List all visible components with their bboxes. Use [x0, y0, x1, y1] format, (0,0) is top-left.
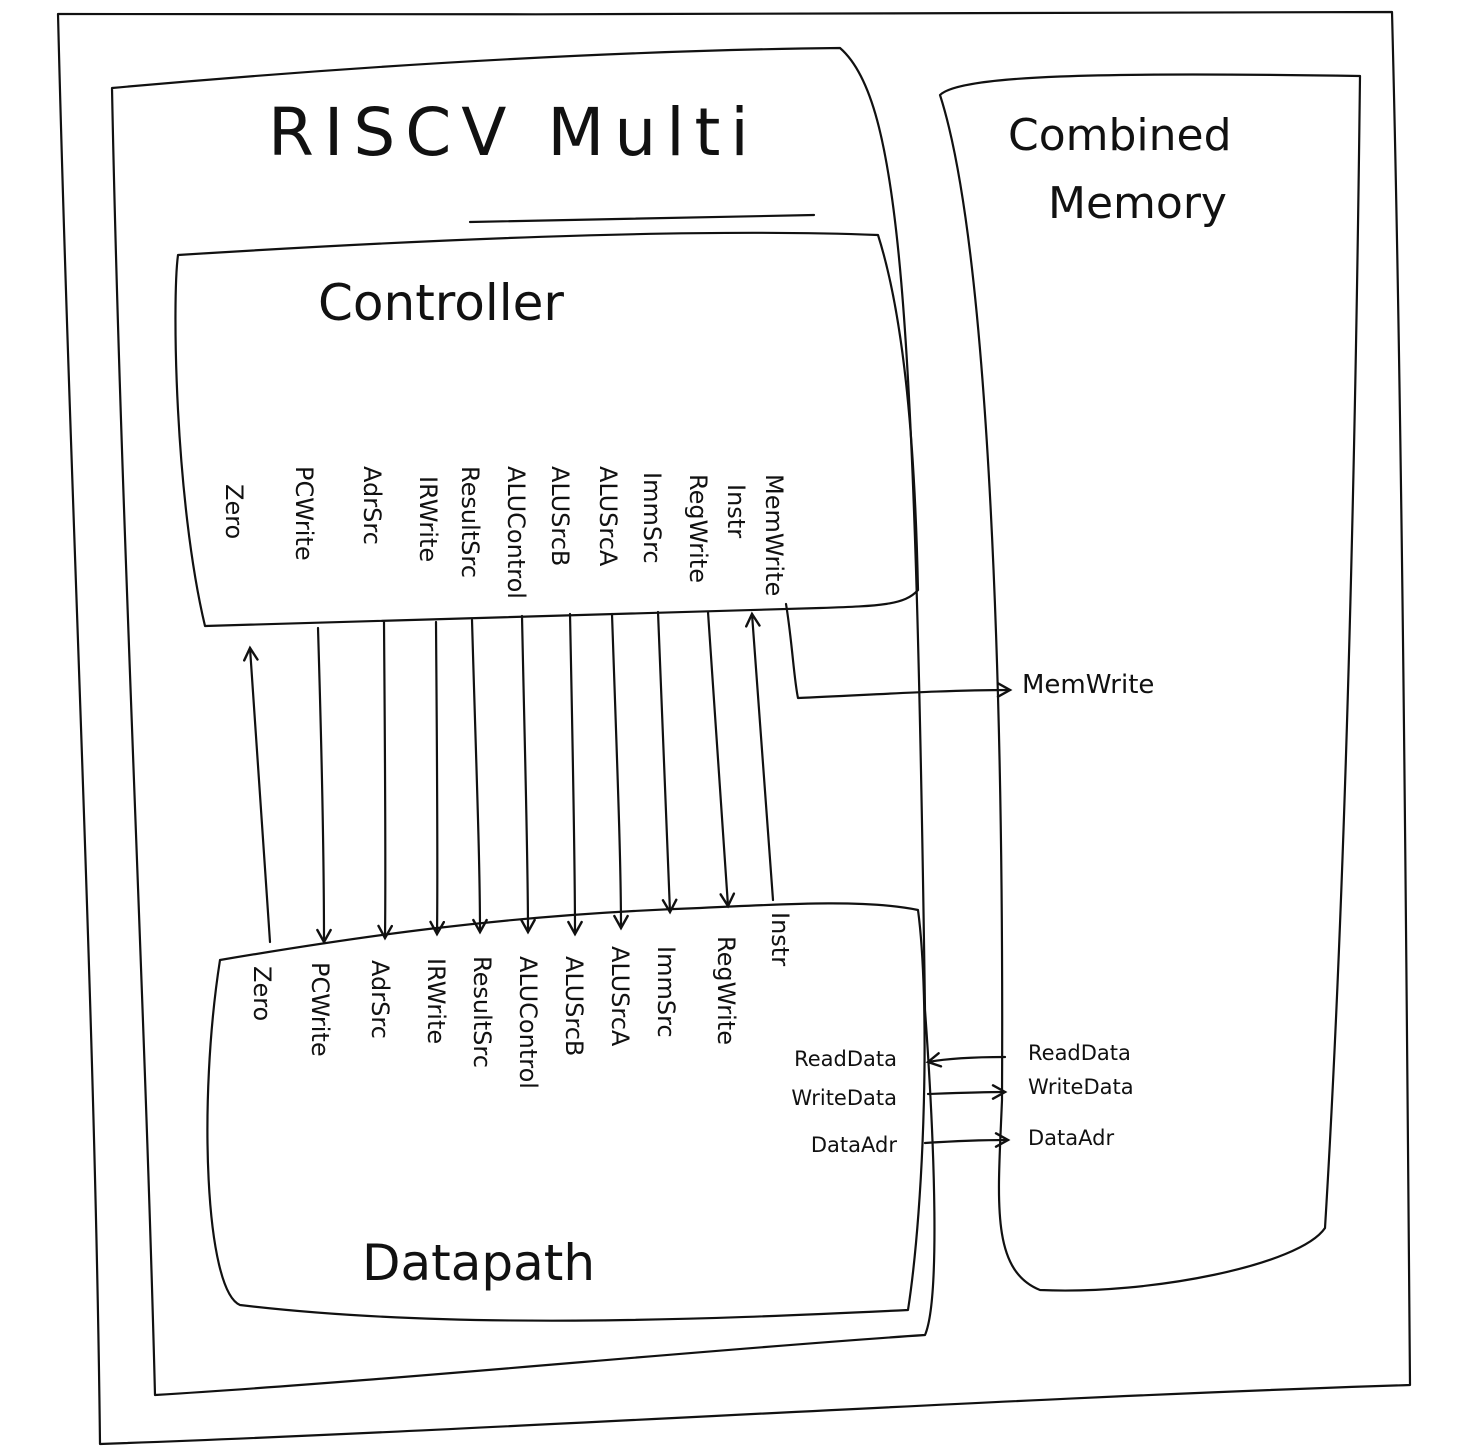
wire-memwrite	[784, 602, 1013, 700]
datapath-signal-immsrc: ImmSrc	[652, 946, 680, 1038]
datapath-port-writedata: WriteData	[791, 1086, 897, 1110]
wire-immsrc	[656, 610, 678, 915]
controller-signal-zero: Zero	[220, 484, 248, 539]
datapath-signal-resultsrc: ResultSrc	[468, 956, 496, 1068]
riscv-multi-box-overstroke	[468, 213, 816, 224]
datapath-signal-regwrite: RegWrite	[712, 936, 740, 1045]
wire-readdata	[925, 1052, 1007, 1068]
controller-signal-resultsrc: ResultSrc	[456, 466, 484, 578]
wire-adrsrc	[377, 620, 394, 941]
controller-signal-immsrc: ImmSrc	[638, 472, 666, 564]
datapath-box	[206, 902, 926, 1322]
datapath-signal-alusrca: ALUSrcA	[606, 946, 634, 1047]
controller-signal-irwrite: IRWrite	[414, 476, 442, 562]
controller-signal-pcwrite: PCWrite	[290, 466, 318, 561]
datapath-signal-irwrite: IRWrite	[422, 958, 450, 1044]
wire-writedata	[926, 1084, 1008, 1100]
controller-label: Controller	[318, 274, 564, 332]
riscv-multi-label: RISCV Multi	[268, 94, 759, 171]
wire-zero	[242, 645, 272, 944]
wire-alusrcb	[567, 612, 583, 937]
riscv-multi-box	[110, 46, 936, 1397]
datapath-signal-alucontrol: ALUControl	[514, 956, 542, 1089]
datapath-signal-instr: Instr	[766, 912, 794, 966]
controller-signal-regwrite: RegWrite	[684, 474, 712, 583]
memory-port-readdata: ReadData	[1028, 1041, 1131, 1065]
memory-label-line2: Memory	[1048, 178, 1227, 229]
wire-pcwrite	[316, 626, 332, 945]
wire-irwrite	[429, 620, 446, 937]
controller-signal-alusrca: ALUSrcA	[594, 466, 622, 567]
controller-signal-adrsrc: AdrSrc	[358, 466, 386, 545]
datapath-signal-adrsrc: AdrSrc	[366, 960, 394, 1039]
combined-memory-box	[938, 73, 1362, 1292]
wire-regwrite	[706, 610, 736, 909]
controller-signal-alusrcb: ALUSrcB	[546, 466, 574, 566]
datapath-port-dataadr: DataAdr	[811, 1133, 897, 1157]
control-wires	[242, 602, 1013, 945]
wire-instr	[744, 611, 775, 902]
outer-box	[56, 10, 1412, 1446]
controller-box	[174, 231, 920, 628]
memory-label-line1: Combined	[1008, 110, 1232, 161]
controller-signal-alucontrol: ALUControl	[502, 466, 530, 599]
memory-wires	[923, 1052, 1011, 1148]
controller-signal-instr: Instr	[722, 484, 750, 538]
controller-signal-memwrite: MemWrite	[760, 474, 788, 596]
datapath-port-readdata: ReadData	[794, 1047, 897, 1071]
wire-alucontrol	[520, 614, 536, 935]
memory-memwrite-label: MemWrite	[1022, 670, 1154, 700]
datapath-signal-alusrcb: ALUSrcB	[560, 956, 588, 1056]
controller-signal-labels: Zero PCWrite AdrSrc IRWrite ResultSrc ALUCont…	[220, 466, 788, 599]
memory-port-writedata: WriteData	[1028, 1075, 1134, 1099]
wire-alusrca	[610, 612, 629, 931]
datapath-signal-labels: Zero PCWrite AdrSrc IRWrite ResultSrc ALUCont…	[248, 912, 794, 1089]
wire-resultsrc	[470, 618, 488, 935]
datapath-signal-zero: Zero	[248, 966, 276, 1021]
wire-dataadr	[923, 1132, 1011, 1148]
datapath-signal-pcwrite: PCWrite	[306, 962, 334, 1057]
memory-port-dataadr: DataAdr	[1028, 1126, 1114, 1150]
datapath-label: Datapath	[362, 1234, 595, 1292]
